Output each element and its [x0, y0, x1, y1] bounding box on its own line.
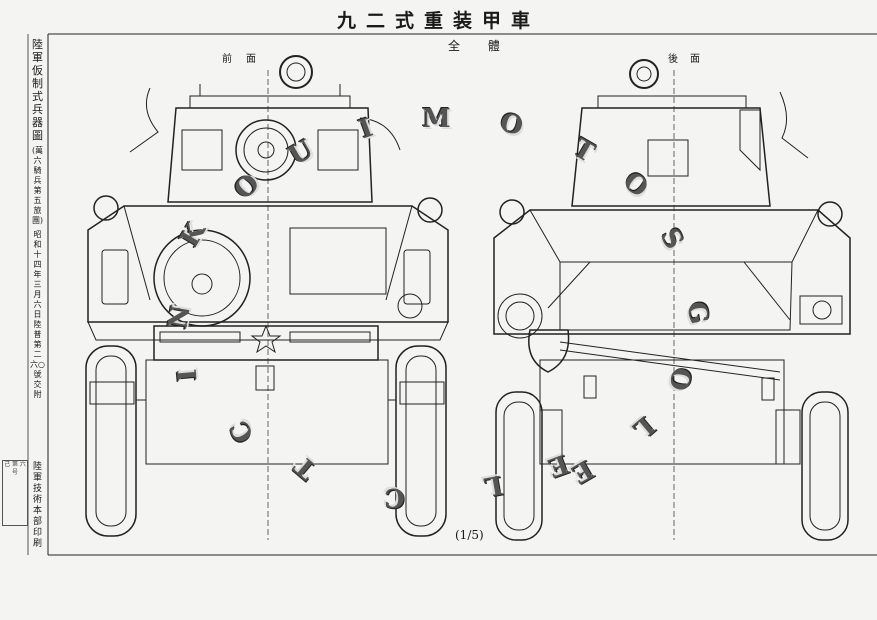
front-view-label: 前面	[222, 54, 270, 65]
front-view	[85, 55, 449, 540]
watermark-letter: M	[422, 104, 451, 134]
watermark-letter: C	[384, 482, 405, 512]
side-bottom-caption: 陸軍技術本部印刷	[32, 462, 42, 549]
rear-view-label: 後面	[668, 54, 712, 65]
side-date: 昭和十四年三月六日 陸普第二六○號交附	[30, 230, 45, 399]
watermark-letter: I	[172, 367, 204, 383]
drawing-title: 九二式重装甲車	[336, 10, 540, 32]
side-title: 陸軍仮制式兵器圖	[32, 38, 43, 142]
watermark-letter: O	[662, 365, 697, 393]
watermark-letter: N	[163, 302, 197, 332]
page-number: (1/5)	[455, 528, 484, 542]
rear-view	[493, 59, 851, 541]
side-caption: 陸軍仮制式兵器圖 (萬六騎兵第五旅團) 昭和十四年三月六日 陸普第二六○號交附	[30, 38, 45, 400]
side-note: (萬六騎兵第五旅團)	[31, 146, 44, 225]
drawing-subtitle: 全 體	[448, 39, 512, 53]
registration-stamp: 己 第 六 号	[2, 460, 28, 526]
